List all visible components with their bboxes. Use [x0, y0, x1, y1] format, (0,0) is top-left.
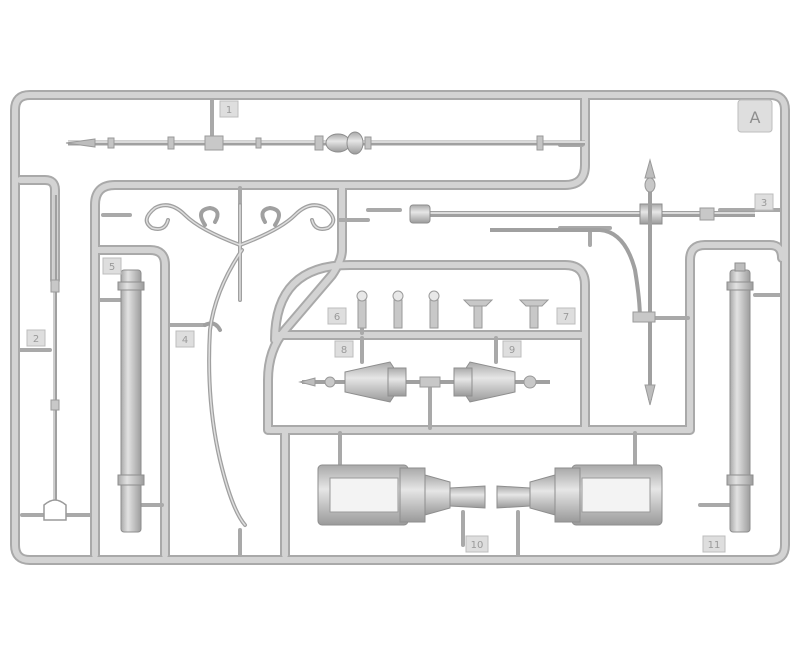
- part-number-tabs: 1 2 3 4 5 6 7 8 9 10 11: [26, 100, 774, 553]
- svg-text:11: 11: [708, 540, 721, 551]
- sprue-letter-tab: A: [737, 99, 773, 133]
- part-lantern-bodies: [317, 464, 663, 526]
- svg-text:10: 10: [471, 540, 484, 551]
- svg-text:3: 3: [761, 198, 767, 209]
- part-number-2: 2: [26, 329, 46, 347]
- part-ornamental-bracket: [144, 203, 336, 527]
- part-small-fittings: [356, 290, 550, 329]
- part-number-7: 7: [556, 307, 576, 325]
- part-cylinder-post-left: [117, 269, 145, 533]
- svg-text:9: 9: [509, 345, 515, 356]
- sprue-letter: A: [750, 108, 761, 127]
- svg-text:7: 7: [563, 312, 569, 323]
- part-lamp-rod-long: [65, 131, 585, 155]
- svg-text:5: 5: [109, 262, 115, 273]
- svg-text:2: 2: [33, 334, 39, 345]
- svg-text:1: 1: [226, 105, 232, 116]
- part-number-5: 5: [102, 257, 122, 275]
- svg-text:8: 8: [341, 345, 347, 356]
- part-thin-rod: [43, 195, 67, 521]
- part-number-11: 11: [702, 535, 726, 553]
- part-number-9: 9: [502, 340, 522, 358]
- part-number-6: 6: [327, 307, 347, 325]
- part-number-4: 4: [175, 330, 195, 348]
- part-lamp-heads: [298, 361, 550, 403]
- part-cylinder-post-right: [726, 262, 754, 533]
- part-lamp-arm: [409, 158, 755, 406]
- part-number-8: 8: [334, 340, 354, 358]
- svg-text:6: 6: [334, 312, 340, 323]
- sprue-gates: [18, 98, 782, 557]
- svg-text:4: 4: [182, 335, 188, 346]
- part-number-1: 1: [219, 100, 239, 118]
- part-number-3: 3: [754, 193, 774, 211]
- sprue-frame: [10, 90, 790, 565]
- part-number-10: 10: [465, 535, 489, 553]
